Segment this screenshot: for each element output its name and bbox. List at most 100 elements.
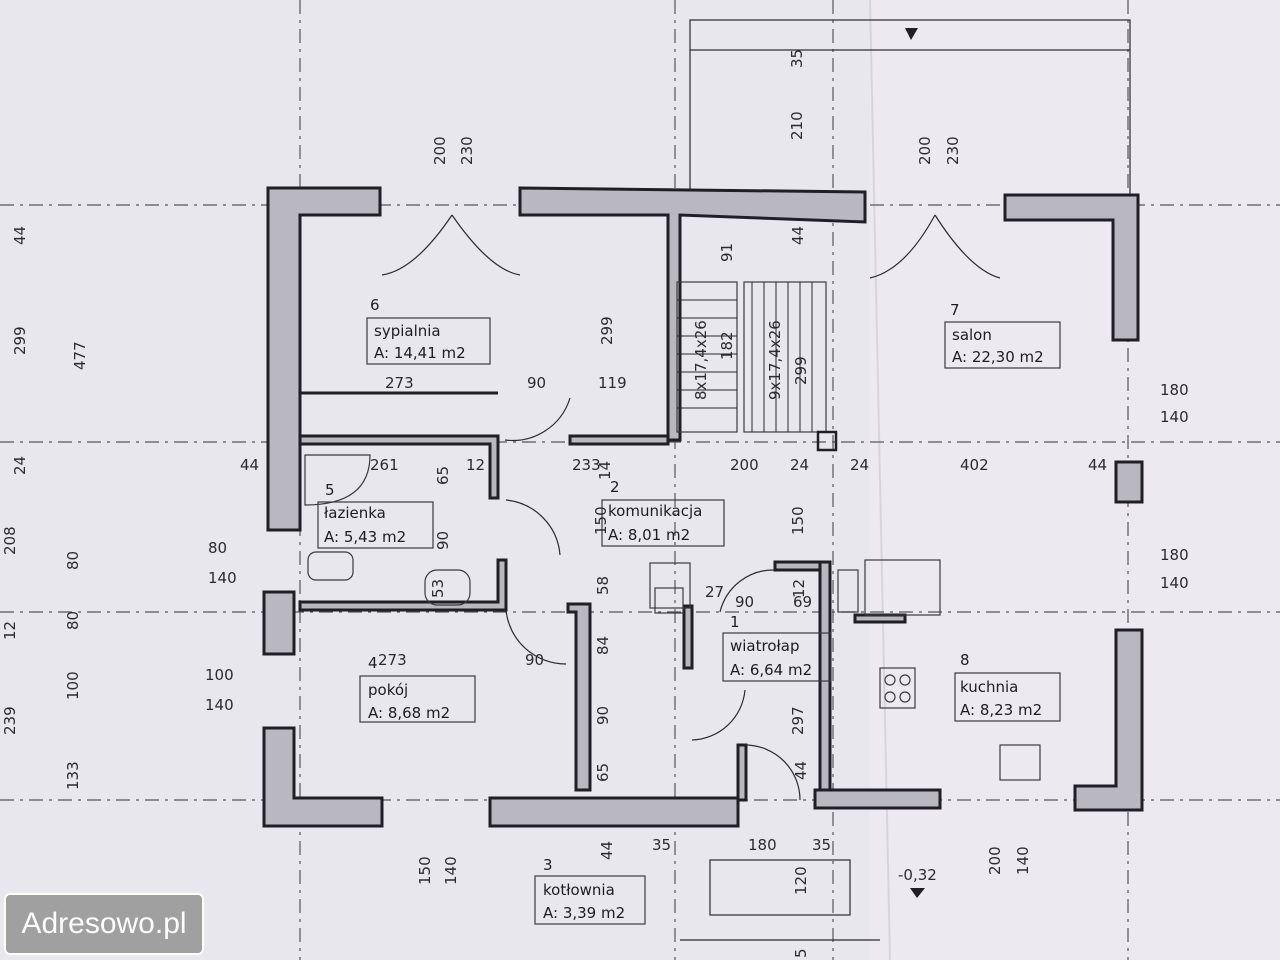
room-area: A: 3,39 m2	[543, 904, 625, 922]
dim-label: 180	[748, 836, 777, 854]
dim-label: 200	[986, 846, 1004, 875]
doors	[381, 214, 1001, 801]
room-name: sypialnia	[374, 322, 441, 340]
dim-label: 65	[594, 763, 612, 782]
dim-label: 12	[790, 579, 808, 598]
room-number: 6	[370, 296, 380, 314]
dim-label: 14	[596, 461, 614, 480]
dim-label: 140	[1014, 846, 1032, 875]
room-number: 8	[960, 651, 970, 669]
dim-label: 299	[792, 356, 810, 385]
dim-label: 90	[434, 531, 452, 550]
dim-label: 477	[71, 341, 89, 370]
dim-label: 44	[598, 841, 616, 860]
dim-label: 182	[718, 331, 736, 360]
dim-label: 24	[11, 456, 29, 475]
dim-label: 299	[11, 326, 29, 355]
dim-label: 65	[434, 466, 452, 485]
dim-label: 233	[572, 456, 601, 474]
dim-label: 44	[789, 226, 807, 245]
dim-label: 239	[1, 706, 19, 735]
dim-label: 80	[208, 539, 227, 557]
stair-labels: 8x17,4x26 9x17,4x26	[692, 320, 784, 400]
dim-label: 230	[944, 136, 962, 165]
dim-label: 53	[429, 579, 447, 598]
dim-label: 80	[64, 551, 82, 570]
dim-label: 80	[64, 611, 82, 630]
watermark-badge: Adresowo.pl	[4, 893, 204, 955]
room-name: kotłownia	[543, 881, 615, 899]
room-area: A: 8,23 m2	[960, 701, 1042, 719]
room-area: A: 5,43 m2	[324, 528, 406, 546]
room-number: 5	[325, 481, 335, 499]
dim-label: 12	[1, 621, 19, 640]
dim-label: 44	[792, 761, 810, 780]
room-area: A: 8,01 m2	[608, 526, 690, 544]
dim-label: 150	[592, 506, 610, 535]
dim-label: 208	[1, 526, 19, 555]
dim-label: 297	[789, 706, 807, 735]
dim-label: 180	[1160, 381, 1189, 399]
level-label: -0,32	[898, 866, 937, 884]
dim-label: 44	[240, 456, 259, 474]
dim-label: 58	[594, 576, 612, 595]
bathroom-fixtures	[304, 454, 471, 606]
dim-label: 140	[205, 696, 234, 714]
dim-label: 402	[960, 456, 989, 474]
dim-label: 150	[416, 856, 434, 885]
dim-label: 230	[458, 136, 476, 165]
dim-label: 119	[598, 374, 627, 392]
dim-label: 5	[792, 948, 810, 958]
dim-label: 140	[442, 856, 460, 885]
dim-label: 210	[788, 111, 806, 140]
dim-label: 69	[793, 593, 812, 611]
walls	[262, 186, 1144, 828]
room-name: łazienka	[324, 504, 386, 522]
dim-label: 120	[792, 866, 810, 895]
dim-label: 133	[64, 761, 82, 790]
dim-label: 35	[812, 836, 831, 854]
dim-label: 299	[598, 316, 616, 345]
room-area: A: 8,68 m2	[368, 704, 450, 722]
dim-label: 90	[594, 706, 612, 725]
dim-label: 140	[1160, 574, 1189, 592]
dimension-labels: 35 210 200 230 200 230 44 299 477 24 208…	[1, 49, 1189, 958]
room-labels: 6 sypialnia A: 14,41 m2 7 salon A: 22,30…	[317, 296, 1061, 925]
dim-label: 273	[378, 651, 407, 669]
room-name: wiatrołap	[730, 637, 800, 655]
terrace-outline	[689, 19, 1131, 200]
kitchen-fixtures	[649, 559, 1041, 781]
room-number: 1	[730, 613, 740, 631]
stair-flight-1: 8x17,4x26	[692, 320, 710, 400]
stair-flight-2: 9x17,4x26	[766, 320, 784, 400]
dim-label: 180	[1160, 546, 1189, 564]
dim-label: 90	[735, 593, 754, 611]
dim-label: 44	[1088, 456, 1107, 474]
dim-label: 84	[594, 636, 612, 655]
dim-label: 150	[789, 506, 807, 535]
dim-label: 100	[64, 671, 82, 700]
dim-label: 140	[1160, 408, 1189, 426]
dim-label: 35	[652, 836, 671, 854]
dim-label: 91	[718, 243, 736, 262]
room-number: 4	[368, 654, 378, 672]
room-name: komunikacja	[608, 502, 702, 520]
dim-label: 200	[916, 136, 934, 165]
dim-label: 35	[788, 49, 806, 68]
dim-label: 27	[705, 583, 724, 601]
watermark-text: Adresowo.pl	[21, 907, 187, 940]
staircase	[676, 281, 838, 452]
room-area: A: 14,41 m2	[374, 344, 466, 362]
dim-label: 261	[370, 456, 399, 474]
room-number: 2	[610, 478, 620, 496]
room-area: A: 22,30 m2	[952, 348, 1044, 366]
dim-label: 24	[790, 456, 809, 474]
dim-label: 12	[466, 456, 485, 474]
room-name: kuchnia	[960, 678, 1018, 696]
dim-label: 200	[431, 136, 449, 165]
room-number: 7	[950, 301, 960, 319]
entrance-outline	[680, 28, 925, 941]
dim-label: 200	[730, 456, 759, 474]
room-number: 3	[543, 856, 553, 874]
dim-label: 273	[385, 374, 414, 392]
